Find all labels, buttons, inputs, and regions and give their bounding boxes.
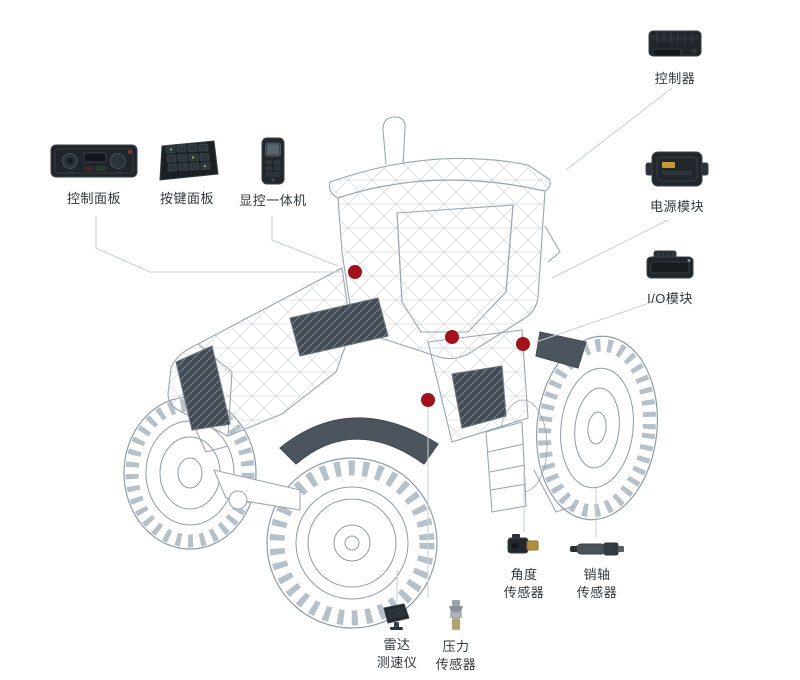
angle-sensor-icon xyxy=(507,534,539,554)
component-keypad-panel: 按键面板 xyxy=(152,138,222,208)
component-pressure-sensor: 压力 传感器 xyxy=(427,598,485,674)
component-label: 电源模块 xyxy=(649,199,704,214)
location-dots xyxy=(348,265,530,407)
component-label: I/O模块 xyxy=(647,291,693,306)
component-power-module: 电源模块 xyxy=(645,144,709,216)
component-display-unit: 显控一体机 xyxy=(238,136,308,210)
tractor-wheels xyxy=(123,335,659,629)
location-dot[interactable] xyxy=(421,393,435,407)
component-controller: 控制器 xyxy=(645,22,705,88)
location-dot[interactable] xyxy=(445,330,459,344)
component-label: 压力 传感器 xyxy=(435,639,477,673)
component-io-module: I/O模块 xyxy=(642,248,698,308)
component-label: 销轴 传感器 xyxy=(576,567,618,601)
component-label: 显控一体机 xyxy=(239,193,307,208)
component-angle-sensor: 角度 传感器 xyxy=(494,532,554,602)
component-pin-sensor: 销轴 传感器 xyxy=(566,538,628,602)
connector-lines xyxy=(95,87,673,602)
power-module-icon xyxy=(645,151,709,187)
component-label: 控制器 xyxy=(654,71,696,86)
component-label: 角度 传感器 xyxy=(503,567,545,601)
component-control-panel: 控制面板 xyxy=(48,138,140,208)
io-module-icon xyxy=(646,250,694,279)
display-unit-icon xyxy=(261,137,285,185)
pin-shaft-sensor-icon xyxy=(570,542,624,556)
component-label: 雷达 测速仪 xyxy=(376,637,418,671)
location-dot[interactable] xyxy=(516,337,530,351)
component-label: 控制面板 xyxy=(66,191,121,206)
component-label: 按键面板 xyxy=(159,191,214,206)
location-dot[interactable] xyxy=(348,265,362,279)
radar-speedometer-icon xyxy=(383,603,410,630)
pressure-sensor-icon xyxy=(449,600,463,630)
component-radar-speedometer: 雷达 测速仪 xyxy=(368,600,426,672)
keypad-icon xyxy=(159,140,219,181)
controller-icon xyxy=(648,30,702,57)
control-panel-icon xyxy=(50,144,138,178)
tractor-body xyxy=(167,116,587,513)
